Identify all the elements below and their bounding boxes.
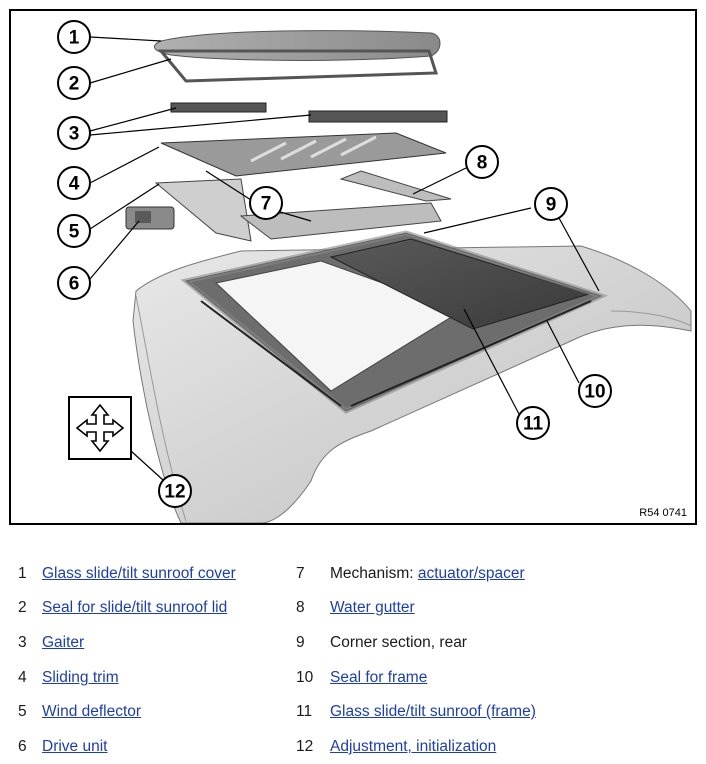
- svg-text:5: 5: [69, 222, 80, 243]
- svg-text:8: 8: [477, 153, 488, 174]
- legend-link-seal[interactable]: Seal for slide/tilt sunroof lid: [42, 599, 228, 616]
- legend-number: 7: [296, 565, 305, 582]
- legend-link-sliding-trim[interactable]: Sliding trim: [42, 669, 119, 686]
- legend-number: 1: [18, 565, 27, 582]
- legend-link-sunroof-frame[interactable]: Glass slide/tilt sunroof (frame): [330, 703, 536, 720]
- svg-text:3: 3: [69, 124, 80, 145]
- legend-link-adjustment[interactable]: Adjustment, initialization: [330, 738, 497, 755]
- legend-number: 3: [18, 634, 27, 651]
- legend-link-water-gutter[interactable]: Water gutter: [330, 599, 415, 616]
- part-drive-unit: [125, 206, 175, 230]
- callout-3: 3: [57, 116, 91, 150]
- legend-link-gaiter[interactable]: Gaiter: [42, 634, 85, 651]
- svg-text:7: 7: [261, 194, 272, 215]
- svg-text:11: 11: [523, 414, 544, 435]
- diagram-drawing: 1 2 3 4 5 6 7 8 9 10 11 12: [57, 20, 692, 523]
- svg-text:10: 10: [584, 382, 605, 403]
- callout-7: 7: [249, 186, 283, 220]
- legend-link-wind-deflector[interactable]: Wind deflector: [42, 703, 142, 720]
- callout-9: 9: [534, 187, 568, 221]
- sunroof-frame: [180, 230, 608, 414]
- legend-number: 5: [18, 703, 27, 720]
- svg-text:9: 9: [546, 195, 557, 216]
- part-seal: [157, 49, 439, 83]
- callout-1: 1: [57, 20, 91, 54]
- callout-2: 2: [57, 66, 91, 100]
- callout-12: 12: [158, 474, 192, 508]
- legend-number: 12: [296, 738, 314, 755]
- part-gaiters: [170, 102, 448, 123]
- svg-text:1: 1: [69, 28, 80, 49]
- callout-4: 4: [57, 166, 91, 200]
- adjustment-icon: [68, 396, 132, 460]
- callout-6: 6: [57, 266, 91, 300]
- part-glass-cover: [153, 30, 441, 61]
- callout-8: 8: [465, 145, 499, 179]
- svg-text:4: 4: [69, 174, 80, 195]
- callout-11: 11: [516, 406, 550, 440]
- legend-link-drive-unit[interactable]: Drive unit: [42, 738, 108, 755]
- legend-number: 10: [296, 669, 314, 686]
- figure-code: R54 0741: [639, 507, 687, 519]
- part-sliding-trim: [160, 132, 447, 177]
- legend-number: 8: [296, 599, 305, 616]
- callouts: 1 2 3 4 5 6 7 8 9 10 11 12: [57, 20, 612, 508]
- legend-link-actuator-spacer[interactable]: actuator/spacer: [417, 565, 525, 582]
- legend-number: 11: [296, 703, 313, 720]
- legend-number: 2: [18, 599, 27, 616]
- svg-text:6: 6: [69, 274, 80, 295]
- legend-label-corner-section: Corner section, rear: [330, 634, 467, 651]
- svg-text:12: 12: [164, 482, 185, 503]
- legend-number: 4: [18, 669, 27, 686]
- callout-10: 10: [578, 374, 612, 408]
- part-mechanism: [154, 170, 452, 242]
- legend-link-seal-for-frame[interactable]: Seal for frame: [330, 669, 428, 686]
- callout-5: 5: [57, 214, 91, 248]
- legend-link-glass-cover[interactable]: Glass slide/tilt sunroof cover: [42, 565, 236, 582]
- svg-text:2: 2: [69, 74, 80, 95]
- leader-lines: [89, 36, 600, 481]
- legend-label-mechanism: Mechanism:: [330, 565, 418, 582]
- legend-number: 9: [296, 634, 305, 651]
- legend-number: 6: [18, 738, 27, 755]
- sunroof-exploded-diagram: 1 2 3 4 5 6 7 8 9 10 11 12 R54 0741: [9, 9, 697, 525]
